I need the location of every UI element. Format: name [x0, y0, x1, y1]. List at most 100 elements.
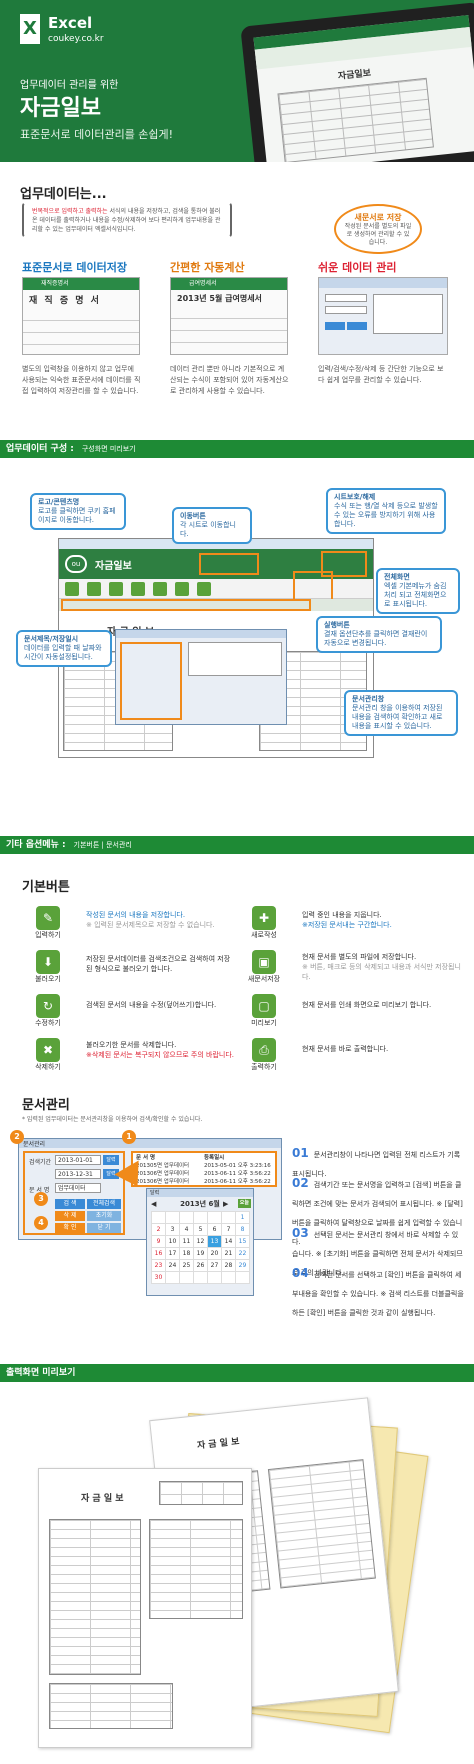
button-input-desc: 작성된 문서의 내용을 저장합니다.※ 입력된 문서제목으로 저장할 수 없습니…	[86, 911, 215, 929]
feature-title-auto: 간편한 자동계산	[170, 261, 245, 274]
step-badge-1: 1	[122, 1130, 136, 1144]
printer-icon: ⎙	[252, 1038, 276, 1062]
excel-logo-icon[interactable]: X	[20, 14, 40, 44]
toolbar-new-icon[interactable]	[153, 582, 167, 596]
plus-icon: ✚	[252, 906, 276, 930]
monitor-icon: ▢	[252, 994, 276, 1018]
coukey-logo-icon[interactable]: ou	[65, 555, 87, 573]
hero-lead: 업무데이터 관리를 위한	[20, 80, 119, 91]
toolbar-preview-icon[interactable]	[175, 582, 189, 596]
button-input[interactable]: ✎ 입력하기	[28, 906, 68, 940]
doc-manage-subtitle: * 입력된 업무데이터는 문서관리창을 이용하여 검색/확인할 수 있습니다.	[22, 1116, 203, 1123]
step-badge-3: 3	[34, 1192, 48, 1206]
step-4: 04 검색된 문서를 선택하고 [확인] 버튼을 클릭하여 세부내용을 확인할 …	[292, 1266, 464, 1317]
intro-heading: 업무데이터는...	[20, 187, 107, 202]
tablet-sheet-title: 자금일보	[337, 68, 372, 83]
date-from-input[interactable]: 2013-01-01	[55, 1155, 101, 1165]
pencil-icon: ✎	[36, 906, 60, 930]
cal-today-button[interactable]: 오늘	[237, 1199, 251, 1208]
intro-text: 번복적으로 입력하고 출력하는 서식의 내용을 저장하고, 검색을 통하여 불러…	[32, 208, 221, 233]
button-save-new-desc: 현재 문서를 별도의 파일에 저장합니다.※ 버튼, 매크로 등의 삭제되고 내…	[302, 953, 461, 981]
doc-manager-window[interactable]	[115, 629, 287, 725]
delete-button[interactable]: 삭 제	[55, 1211, 85, 1221]
print-page-title: 자 금 일 보	[81, 1494, 124, 1504]
feature-title-standard: 표준문서로 데이터저장	[22, 261, 128, 274]
button-print-desc: 현재 문서를 바로 출력합니다.	[302, 1045, 389, 1053]
cal-next-icon[interactable]: ▶	[223, 1200, 229, 1208]
feature-shot-standard: 재직증명서 재 직 증 명 서	[22, 277, 140, 355]
sheet-protect-highlight[interactable]	[321, 551, 367, 577]
ok-button[interactable]: 확 인	[55, 1223, 85, 1233]
reset-button[interactable]: 초기화	[87, 1211, 121, 1221]
save-new-bubble: 새문서로 저장 작성된 문서를 별도의 파일로 생성하여 관리할 수 있습니다.	[334, 204, 422, 254]
step-badge-4: 4	[34, 1216, 48, 1230]
feature-shot-manage	[318, 277, 448, 355]
close-button[interactable]: 닫 기	[87, 1223, 121, 1233]
load-icon: ⬇	[36, 950, 60, 974]
step-3: 03 선택된 문서는 문서관리 창에서 바로 삭제할 수 있습니다. ※ [초기…	[292, 1226, 463, 1277]
calendar-from-button[interactable]: 달력	[103, 1155, 119, 1165]
section-bar-options: 기타 옵션메뉴 :기본버튼 | 문서관리	[0, 836, 474, 854]
trash-icon: ✖	[36, 1038, 60, 1062]
button-preview[interactable]: ▢ 미리보기	[244, 994, 284, 1028]
doc-title-datetime-highlight	[61, 599, 311, 611]
button-edit-desc: 검색된 문서의 내용을 수정(덮어쓰기)합니다.	[86, 1001, 217, 1009]
tablet-mockup: 자금일보	[240, 1, 474, 162]
toolbar-edit-icon[interactable]	[109, 582, 123, 596]
search-button[interactable]: 검 색	[55, 1199, 85, 1209]
hero-banner: X Excel coukey.co.kr 업무데이터 관리를 위한 자금일보 표…	[0, 0, 474, 162]
button-print[interactable]: ⎙ 출력하기	[244, 1038, 284, 1072]
button-load[interactable]: ⬇ 불러오기	[28, 950, 68, 984]
save-file-icon: ▣	[252, 950, 276, 974]
hero-title: 자금일보	[20, 96, 101, 121]
toolbar-delete-icon[interactable]	[131, 582, 145, 596]
button-preview-desc: 현재 문서를 인쇄 화면으로 미리보기 합니다.	[302, 1001, 432, 1009]
section-bar-print: 출력화면 미리보기	[0, 1364, 474, 1382]
toolbar-load-icon[interactable]	[87, 582, 101, 596]
button-save-new[interactable]: ▣ 새문서저장	[244, 950, 284, 984]
app-title: 자금일보	[95, 561, 132, 572]
step-1: 01 문서관리창이 나타나면 입력된 전체 리스트가 기록표시됩니다.	[292, 1146, 461, 1178]
nav-buttons-highlight[interactable]	[199, 553, 259, 575]
doc-name-input[interactable]: 업무데이터	[55, 1183, 101, 1193]
button-delete-desc: 불러오기한 문서를 삭제합니다.※삭제된 문서는 복구되지 않으므로 주의 바랍…	[86, 1041, 235, 1059]
feature-title-manage: 쉬운 데이터 관리	[318, 261, 397, 274]
button-delete[interactable]: ✖ 삭제하기	[28, 1038, 68, 1072]
search-all-button[interactable]: 전체검색	[87, 1199, 121, 1209]
refresh-icon: ↻	[36, 994, 60, 1018]
calendar-to-button[interactable]: 달력	[103, 1169, 119, 1179]
feature-desc-standard: 별도의 입력창을 이용하지 않고 업무에 사용되는 익숙한 표준문서에 데이터를…	[22, 365, 141, 395]
basic-buttons-heading: 기본버튼	[22, 880, 70, 895]
date-to-input[interactable]: 2013-12-31	[55, 1169, 101, 1179]
toolbar-save-icon[interactable]	[65, 582, 79, 596]
button-load-desc: 저장된 문서데이터를 검색조건으로 검색하여 저장된 형식으로 불러오기 합니다…	[86, 955, 231, 973]
cal-prev-icon[interactable]: ◀	[151, 1200, 157, 1208]
feature-shot-auto: 급여명세서 2013년 5월 급여명세서	[170, 277, 288, 355]
brand-name: Excel	[48, 14, 93, 32]
tablet-sheet-grid	[277, 77, 434, 162]
button-new[interactable]: ✚ 새로작성	[244, 906, 284, 940]
button-new-desc: 입력 중인 내용을 지웁니다.※저장된 문서내는 구간합니다.	[302, 911, 392, 929]
feature-desc-manage: 입력/검색/수정/삭제 등 간단한 기능으로 보다 쉽게 업무를 관리할 수 있…	[318, 365, 444, 384]
brand-url[interactable]: coukey.co.kr	[48, 34, 104, 44]
hero-tagline: 표준문서로 데이터관리를 손쉽게!	[20, 128, 174, 141]
intro-bracket	[22, 202, 232, 238]
section-bar-config: 업무데이터 구성 :구성화면 미리보기	[0, 440, 474, 458]
button-edit[interactable]: ↻ 수정하기	[28, 994, 68, 1028]
feature-desc-auto: 데이터 관리 뿐만 아니라 기본적으로 계산되는 수식이 포함되어 있어 자동계…	[170, 365, 289, 395]
doc-manage-heading: 문서관리	[22, 1098, 70, 1113]
print-page-front: 자 금 일 보	[38, 1468, 252, 1748]
toolbar-print-icon[interactable]	[197, 582, 211, 596]
